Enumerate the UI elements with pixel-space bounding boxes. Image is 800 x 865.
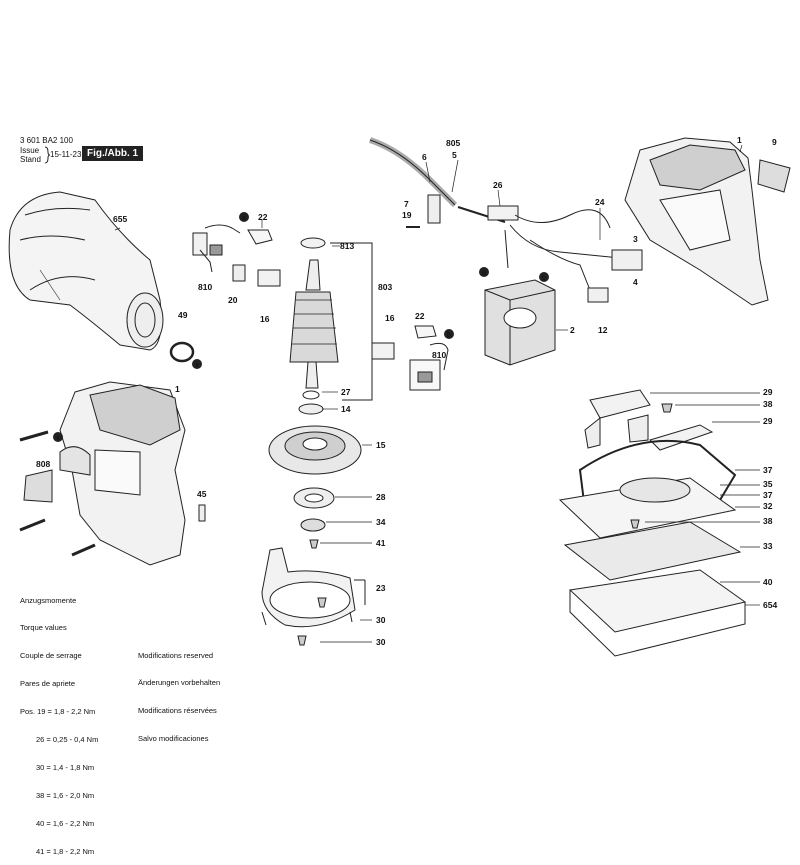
fan-guard-23: [261, 547, 356, 646]
callout: 20: [228, 295, 238, 305]
armature-803: [289, 237, 373, 415]
label-9: [757, 159, 791, 193]
modifications-de: Änderungen vorbehalten: [138, 678, 221, 688]
callout: 15: [376, 440, 386, 450]
callout: 24: [595, 197, 605, 207]
svg-text:b: b: [542, 275, 546, 282]
field-coil-2: [484, 279, 556, 366]
torque-row: 30 = 1,4 - 1,8 Nm: [36, 762, 95, 772]
svg-text:a: a: [482, 270, 486, 277]
torque-title-de: Anzugsmomente: [20, 595, 77, 605]
torque-title-fr: Couple de serrage: [20, 651, 82, 661]
callout: 1: [737, 135, 742, 145]
torque-row: Pos. 19 = 1,8 - 2,2 Nm: [20, 707, 96, 717]
callout: 654: [763, 600, 777, 610]
callout: 28: [376, 492, 386, 502]
callout: 32: [763, 501, 773, 511]
torque-row: 41 = 1,8 - 2,2 Nm: [36, 846, 95, 856]
washer-34: [300, 518, 326, 532]
callout: 34: [376, 517, 386, 527]
brush-holder-left: [192, 224, 281, 287]
svg-text:b: b: [447, 332, 451, 339]
stand-label: Stand: [20, 155, 41, 164]
callout: 27: [341, 387, 351, 397]
callout: 7: [404, 199, 409, 209]
callout: 808: [36, 459, 50, 469]
connection-markers: a a b b x x: [53, 212, 549, 442]
issue-date: 15-11-23: [50, 150, 82, 159]
power-cord: [369, 137, 506, 224]
callout: 810: [198, 282, 212, 292]
torque-values-block: Anzugsmomente Torque values Couple de se…: [20, 577, 98, 865]
modifications-es: Salvo modificaciones: [138, 734, 209, 744]
part-number: 3 601 BA2 100: [20, 136, 73, 145]
dust-box-655: [8, 191, 164, 351]
o-ring-49: [169, 341, 195, 363]
callout: 38: [763, 399, 773, 409]
callout: 49: [178, 310, 188, 320]
callout: 22: [415, 311, 425, 321]
callout: 33: [763, 541, 773, 551]
callout: 6: [422, 152, 427, 162]
callout: 35: [763, 479, 773, 489]
torque-row: 40 = 1,6 - 2,2 Nm: [36, 818, 95, 828]
callout: 14: [341, 404, 351, 414]
callout: 29: [763, 387, 773, 397]
svg-text:x: x: [195, 362, 199, 369]
callout: 4: [633, 277, 638, 287]
callout: 1: [175, 384, 180, 394]
callout: 9: [772, 137, 777, 147]
torque-row: 26 = 0,25 - 0,4 Nm: [36, 735, 99, 745]
figure-label: Fig./Abb. 1: [82, 146, 144, 161]
callout: 30: [376, 637, 386, 647]
torque-title-es: Pares de apriete: [20, 679, 76, 689]
callout: 29: [763, 416, 773, 426]
callout: 45: [197, 489, 207, 499]
base-plate-assembly: [558, 389, 747, 657]
torque-title-en: Torque values: [20, 623, 67, 633]
switch-3: [611, 249, 643, 271]
callout: 41: [376, 538, 386, 548]
callout: 16: [260, 314, 270, 324]
callout: 5: [452, 150, 457, 160]
callout: 655: [113, 214, 127, 224]
callout: 813: [340, 241, 354, 251]
callout: 19: [402, 210, 412, 220]
callout: 803: [378, 282, 392, 292]
callout: 810: [432, 350, 446, 360]
callout: 38: [763, 516, 773, 526]
callout: 16: [385, 313, 395, 323]
callout: 37: [763, 465, 773, 475]
modifications-fr: Modifications réservées: [138, 706, 217, 716]
callout: 37: [763, 490, 773, 500]
brush-holder-right: [371, 325, 449, 391]
callout: 30: [376, 615, 386, 625]
svg-text:a: a: [242, 215, 246, 222]
issue-label: Issue: [20, 146, 40, 155]
modifications-en: Modifications reserved: [138, 650, 214, 660]
housing-lower-1: [59, 381, 186, 566]
modifications-block: Modifications reserved Änderungen vorbeh…: [138, 632, 220, 753]
svg-text:x: x: [56, 435, 60, 442]
callout: 2: [570, 325, 575, 335]
callout: 40: [763, 577, 773, 587]
callout: 22: [258, 212, 268, 222]
callout: 26: [493, 180, 503, 190]
housing-half-1: [624, 137, 769, 306]
exploded-parts-diagram: a a b b x x 655 49 22 810 20 16 813 803 …: [8, 135, 791, 657]
label-808: [23, 469, 53, 503]
callout: 12: [598, 325, 608, 335]
torque-row: 38 = 1,6 - 2,0 Nm: [36, 790, 95, 800]
callout: 23: [376, 583, 386, 593]
callout: 3: [633, 234, 638, 244]
fan-15: [268, 425, 362, 475]
callout: 805: [446, 138, 460, 148]
